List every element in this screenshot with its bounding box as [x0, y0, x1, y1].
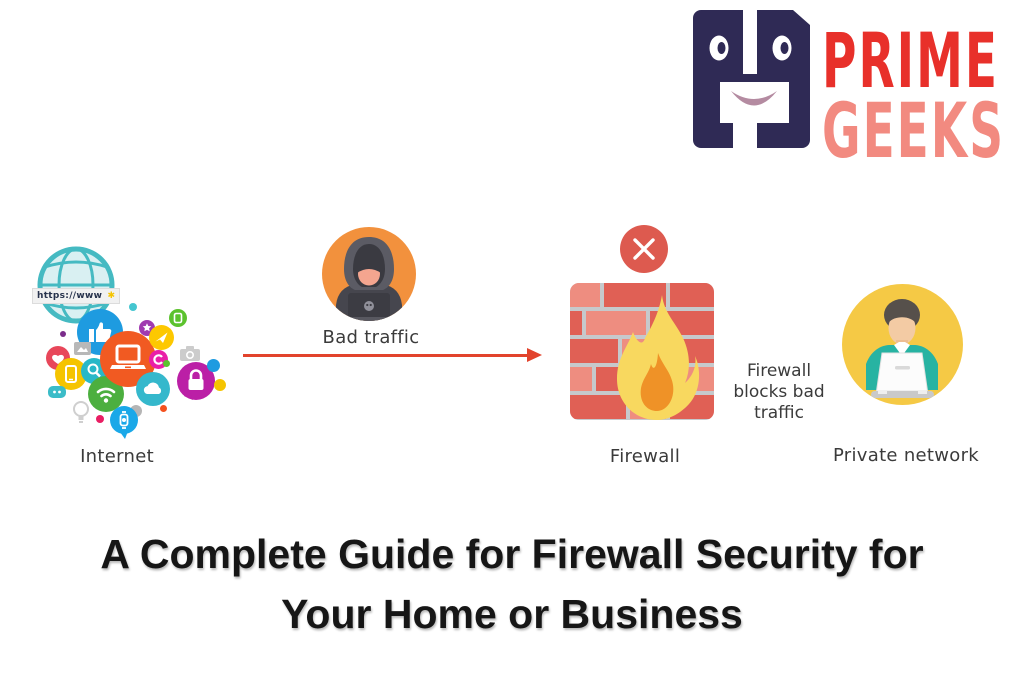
watch-bubble-icon — [110, 406, 138, 439]
cloud-icon — [136, 372, 170, 406]
blocked-x-icon — [620, 225, 668, 273]
blue-dot-icon — [207, 359, 220, 372]
bad-traffic-arrow — [243, 354, 528, 357]
laptop-icon — [100, 331, 156, 387]
private-network-person-icon — [842, 284, 963, 405]
url-text: https://www — [37, 291, 103, 301]
camera-icon — [180, 346, 200, 361]
asterisk-icon: ✱ — [107, 290, 115, 301]
green-dot-icon — [163, 360, 170, 367]
pink-dot-icon — [96, 415, 104, 423]
tablet-icon — [169, 309, 187, 327]
arrow-head-icon — [527, 348, 542, 362]
private-network-label: Private network — [832, 445, 980, 466]
page-title: A Complete Guide for Firewall Security f… — [0, 524, 1024, 644]
rocket-icon — [149, 325, 174, 350]
purple-dot-icon — [60, 331, 66, 337]
hacker-icon — [322, 227, 416, 321]
photo-icon — [74, 342, 91, 355]
flame-icon — [617, 295, 700, 420]
firewall-caption: Firewall blocks bad traffic — [733, 361, 825, 423]
teal-dot-icon — [129, 303, 137, 311]
firewall-label: Firewall — [609, 446, 681, 467]
bad-traffic-label: Bad traffic — [322, 327, 420, 348]
pg-face-logo-icon — [693, 10, 810, 148]
internet-label: Internet — [80, 446, 154, 467]
brand-geeks: GEEKS — [822, 87, 1006, 177]
url-bar: https://www ✱ — [32, 288, 120, 304]
chat-icon — [48, 386, 66, 398]
bulb-icon — [73, 401, 89, 423]
title-line-1: A Complete Guide for Firewall Security f… — [100, 531, 924, 577]
orange-dot-icon — [160, 405, 167, 412]
brand-prime: PRIME — [822, 17, 1000, 107]
yellow-dot-icon — [214, 379, 226, 391]
wifi-icon — [88, 376, 124, 412]
title-line-2: Your Home or Business — [281, 591, 743, 637]
phone-icon — [55, 358, 87, 390]
lock-bubble-icon — [177, 362, 215, 400]
